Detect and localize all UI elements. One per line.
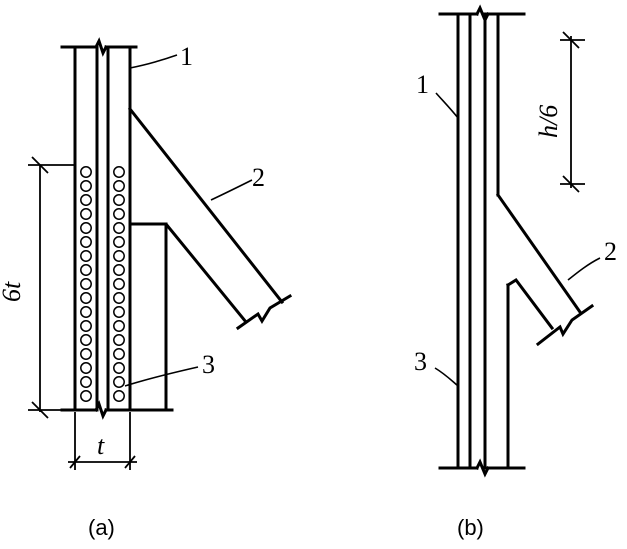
figure-a-label-1: 1 bbox=[180, 42, 193, 71]
figure-b-leaders bbox=[434, 92, 601, 387]
figure-b-top-break bbox=[438, 4, 526, 24]
figure-a-top-break bbox=[60, 37, 138, 57]
figure-b-label-2: 2 bbox=[604, 237, 617, 266]
figure-a-dimension-t bbox=[68, 412, 137, 470]
figure-a-dim-label-6t: 6t bbox=[0, 281, 26, 302]
figure-a-leaders bbox=[124, 54, 253, 387]
figure-a-label-3: 3 bbox=[202, 350, 215, 379]
figure-b-caption: (b) bbox=[457, 515, 484, 540]
figure-b-label-3: 3 bbox=[414, 347, 427, 376]
figure-a-branch bbox=[127, 106, 293, 412]
figure-a: 1 2 3 6t t (a) bbox=[0, 37, 293, 540]
figure-a-dim-label-t: t bbox=[97, 431, 105, 460]
figure-a-label-2: 2 bbox=[252, 163, 265, 192]
figure-b-wall-plates bbox=[456, 12, 510, 470]
figure-a-weld-beads bbox=[80, 166, 125, 402]
figure-b-dimension-h6 bbox=[560, 31, 585, 193]
figure-a-bottom-break bbox=[60, 400, 174, 420]
figure-a-dimension-6t bbox=[28, 156, 75, 419]
figure-b-branch bbox=[495, 192, 595, 347]
figure-b-label-1: 1 bbox=[416, 70, 429, 99]
figure-b-bottom-break bbox=[438, 458, 526, 478]
figure-b: 1 2 3 h/6 (b) bbox=[414, 4, 617, 540]
figure-b-dim-label-h6: h/6 bbox=[534, 105, 563, 138]
figure-a-caption: (a) bbox=[88, 515, 115, 540]
figure-a-wall-plates bbox=[73, 45, 132, 412]
